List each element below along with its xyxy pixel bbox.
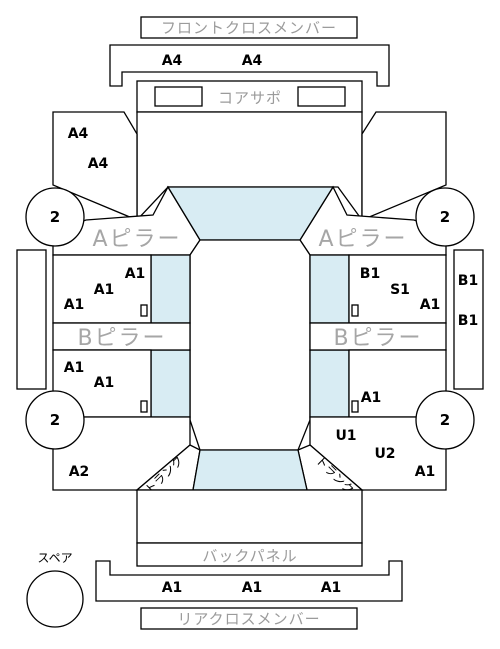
quarter-right-grade-a: U1 [335, 428, 356, 444]
rear-cross-grade-left: A1 [162, 580, 183, 596]
rear-window[interactable] [192, 449, 308, 491]
quarter-right-grade-c: A1 [415, 464, 436, 480]
back-panel[interactable] [136, 542, 363, 567]
front-window-left[interactable] [150, 254, 191, 324]
b-pillar-left-label: Bピラー [77, 326, 166, 351]
b-pillar-left[interactable] [52, 322, 191, 351]
rear-cross-grade-mid: A1 [242, 580, 263, 596]
rear-cross-member[interactable] [95, 560, 403, 602]
front-fender-left-grade-bottom: A4 [88, 156, 109, 172]
back-panel-label: バックパネル [202, 547, 297, 565]
wheel-front-left-count: 2 [50, 208, 60, 226]
rear-cross-member-label: リアクロスメンバー [177, 610, 320, 628]
a-pillar-right-label: Aピラー [318, 227, 407, 252]
side-sill-right-grade-top: B1 [458, 273, 478, 289]
core-support-label: コアサポ [218, 89, 282, 107]
wheel-front-left[interactable] [25, 187, 85, 247]
front-door-left-grade-b: A1 [94, 282, 115, 298]
wheel-rear-left-count: 2 [50, 411, 60, 429]
headlight-left[interactable] [154, 86, 203, 107]
front-door-right-grade-c: A1 [420, 297, 441, 313]
front-cross-member[interactable] [109, 44, 390, 87]
quarter-right-grade-b: U2 [374, 446, 395, 462]
front-door-right-grade-a: B1 [360, 266, 380, 282]
rear-door-left-handle[interactable] [140, 400, 148, 413]
front-door-right[interactable] [348, 254, 447, 324]
front-cross-member-label-box [140, 16, 358, 39]
wheel-rear-right[interactable] [415, 390, 475, 450]
rear-cross-grade-right: A1 [321, 580, 342, 596]
spare-label: スペア [37, 551, 72, 565]
rear-window-left[interactable] [150, 349, 191, 418]
a-pillar-left-label: Aピラー [92, 227, 181, 252]
front-door-right-handle[interactable] [351, 304, 359, 317]
front-fender-left-grade-top: A4 [68, 126, 89, 142]
quarter-left-grade: A2 [69, 464, 90, 480]
front-window-right[interactable] [309, 254, 350, 324]
rear-door-left-grade-a: A1 [64, 360, 85, 376]
trunk-lid[interactable] [136, 489, 363, 544]
rear-door-right-grade-a: A1 [361, 390, 382, 406]
front-door-left-handle[interactable] [140, 304, 148, 317]
side-sill-right-grade-bottom: B1 [458, 313, 478, 329]
wheel-front-right[interactable] [415, 187, 475, 247]
front-door-right-grade-b: S1 [390, 282, 410, 298]
front-cross-member-label: フロントクロスメンバー [161, 19, 337, 37]
front-fender-left[interactable] [52, 111, 138, 221]
front-door-left-grade-c: A1 [64, 297, 85, 313]
wheel-front-right-count: 2 [440, 208, 450, 226]
roof[interactable] [189, 239, 311, 451]
wheel-rear-left[interactable] [25, 390, 85, 450]
front-door-left[interactable] [52, 254, 152, 324]
front-cross-grade-right: A4 [242, 53, 263, 69]
b-pillar-right-label: Bピラー [333, 326, 422, 351]
headlight-right[interactable] [297, 86, 346, 107]
rear-cross-member-label-box [140, 607, 358, 630]
side-sill-left[interactable] [16, 249, 47, 390]
wheel-rear-right-count: 2 [440, 411, 450, 429]
spare-tire[interactable] [26, 570, 84, 628]
front-door-left-grade-a: A1 [125, 266, 146, 282]
front-cross-grade-left: A4 [162, 53, 183, 69]
rear-door-left-grade-b: A1 [94, 375, 115, 391]
rear-door-right-handle[interactable] [351, 400, 359, 413]
front-fender-right[interactable] [361, 111, 447, 221]
side-sill-right[interactable] [453, 249, 484, 390]
rear-window-right[interactable] [309, 349, 350, 418]
